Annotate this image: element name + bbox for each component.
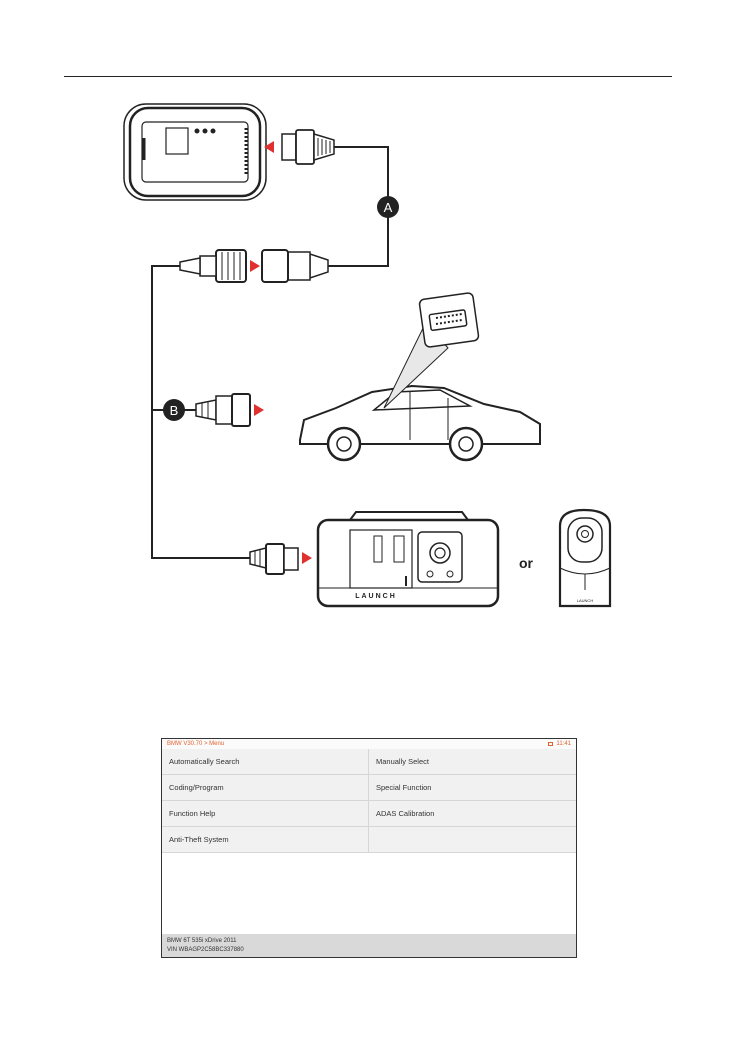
- vehicle-model: BMW 6T 535i xDrive 2011: [167, 937, 571, 946]
- breadcrumb[interactable]: BMW V30.70 > Menu: [167, 741, 224, 747]
- function-menu: Automatically Search Manually Select Cod…: [162, 749, 576, 853]
- content-blank: [162, 853, 576, 933]
- or-label: or: [519, 555, 533, 571]
- programmer-brand: LAUNCH: [355, 593, 397, 600]
- app-top-bar: BMW V30.70 > Menu 11:41: [162, 739, 576, 749]
- obd-connector: [196, 394, 250, 426]
- coupling-connector-right: [262, 250, 328, 282]
- status-area: 11:41: [548, 741, 571, 747]
- vci-device: [124, 104, 266, 200]
- label-a: A: [384, 200, 393, 215]
- menu-item-function-help[interactable]: Function Help: [162, 801, 369, 827]
- menu-item-empty: [369, 827, 576, 853]
- arrow-icon: [250, 260, 260, 272]
- arrow-icon: [302, 552, 312, 564]
- vehicle-info-bar: BMW 6T 535i xDrive 2011 VIN WBAGP2C58BC3…: [162, 934, 576, 957]
- menu-item-automatically-search[interactable]: Automatically Search: [162, 749, 369, 775]
- key-programmer: [318, 512, 498, 606]
- calendar-icon: [548, 742, 553, 746]
- menu-item-anti-theft-system[interactable]: Anti-Theft System: [162, 827, 369, 853]
- db-connector-a: [282, 130, 334, 164]
- arrow-icon: [254, 404, 264, 416]
- car: [300, 386, 540, 460]
- coupling-connector-left: [180, 250, 246, 282]
- key-device: [560, 510, 610, 606]
- app-screenshot: BMW V30.70 > Menu 11:41 Automatically Se…: [161, 738, 577, 958]
- obd-port-callout: [419, 292, 479, 347]
- connection-diagram: A B: [0, 0, 737, 640]
- menu-item-special-function[interactable]: Special Function: [369, 775, 576, 801]
- label-b: B: [170, 403, 179, 418]
- menu-item-manually-select[interactable]: Manually Select: [369, 749, 576, 775]
- key-device-brand: LAUNCH: [577, 598, 594, 603]
- db-connector-b: [250, 544, 298, 574]
- menu-item-adas-calibration[interactable]: ADAS Calibration: [369, 801, 576, 827]
- menu-item-coding-program[interactable]: Coding/Program: [162, 775, 369, 801]
- vehicle-vin: VIN WBAGP2C58BC337880: [167, 946, 571, 955]
- clock-time: 11:41: [556, 741, 571, 747]
